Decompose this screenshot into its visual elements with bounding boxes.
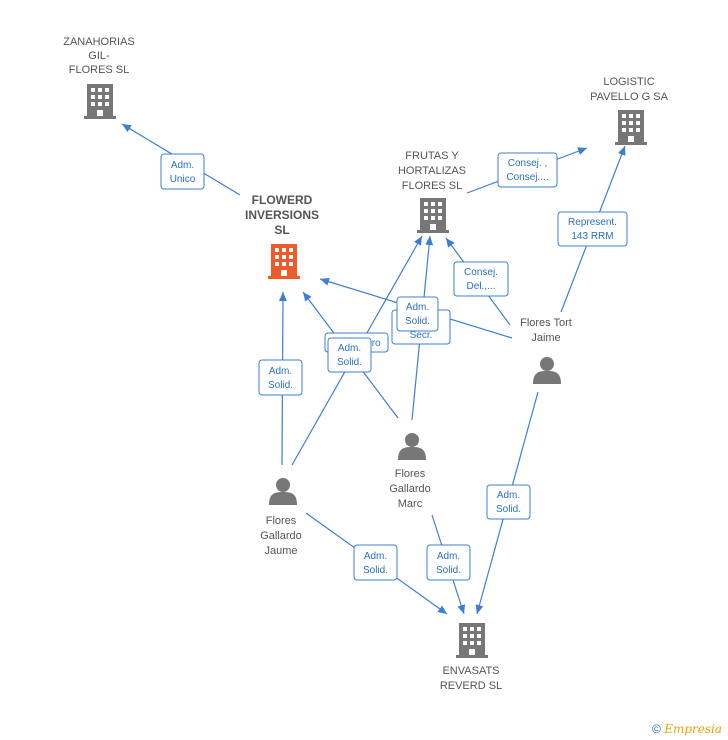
- building-icon: [268, 244, 300, 279]
- node-label: Gallardo: [260, 530, 302, 542]
- node-label: FLORES SL: [402, 180, 463, 192]
- edge-label-adm-unico[interactable]: Adm. Unico: [160, 153, 205, 190]
- node-label: ZANAHORIAS: [63, 36, 135, 48]
- footer-watermark: © Empresia: [652, 722, 722, 736]
- edge-label-consej-del[interactable]: Consej. Del.,...: [453, 261, 509, 297]
- edge-label-text: Solid.: [405, 316, 430, 327]
- edge-label-text: 143 RRM: [571, 231, 613, 242]
- edge-label-consej-consej[interactable]: Consej. , Consej....: [497, 152, 558, 188]
- edge-label-text: Consej. ,: [508, 158, 547, 169]
- edge-label-adm-solid-front[interactable]: Adm. Solid.: [396, 296, 439, 332]
- node-label: FLORES SL: [69, 64, 130, 76]
- node-label: Marc: [398, 498, 423, 510]
- edge-label-text: Unico: [170, 174, 196, 185]
- edge-label-adm-solid-tort-env[interactable]: Adm. Solid.: [486, 484, 531, 520]
- node-tort[interactable]: Flores Tort Jaime: [520, 317, 572, 384]
- edge-label-adm-solid-jaume-env[interactable]: Adm. Solid.: [353, 544, 398, 581]
- node-label: GIL-: [88, 50, 110, 62]
- brand-logo: Empresia: [664, 722, 722, 736]
- node-label: FRUTAS Y: [405, 150, 459, 162]
- node-label: HORTALIZAS: [398, 165, 466, 177]
- edge-label-text: Adm.: [171, 160, 194, 171]
- edge-label-text: Solid.: [436, 565, 461, 576]
- node-label: Jaume: [264, 545, 297, 557]
- edge-label-text: Consej....: [506, 172, 548, 183]
- node-label: SL: [274, 223, 289, 237]
- edge-label-text: Solid.: [363, 565, 388, 576]
- edge-label-represent[interactable]: Represent. 143 RRM: [557, 211, 628, 247]
- building-icon: [615, 110, 647, 145]
- node-zanahorias[interactable]: ZANAHORIAS GIL- FLORES SL: [63, 36, 135, 119]
- node-label: ENVASATS: [442, 665, 499, 677]
- person-icon: [269, 478, 297, 505]
- building-icon: [84, 84, 116, 119]
- edge-label-text: Represent.: [568, 217, 617, 228]
- building-icon: [417, 198, 449, 233]
- node-logistic[interactable]: LOGISTIC PAVELLO G SA: [590, 76, 669, 145]
- edge-label-adm-solid-marc-flowerd[interactable]: Adm. Solid.: [327, 337, 372, 373]
- node-envasats[interactable]: ENVASATS REVERD SL: [440, 623, 502, 692]
- edge-label-text: Secr.: [410, 330, 433, 341]
- node-label: LOGISTIC: [603, 76, 654, 88]
- edge-label-text: Adm.: [497, 490, 520, 501]
- edge-label-text: Adm.: [269, 366, 292, 377]
- node-label: Flores Tort: [520, 317, 572, 329]
- edge-label-text: Adm.: [406, 302, 429, 313]
- node-label: INVERSIONS: [245, 208, 319, 222]
- edge-label-text: Adm.: [437, 551, 460, 562]
- node-label: REVERD SL: [440, 680, 502, 692]
- node-frutas[interactable]: FRUTAS Y HORTALIZAS FLORES SL: [398, 150, 466, 233]
- edge-label-text: Consej.: [464, 267, 498, 278]
- node-label: Gallardo: [389, 483, 431, 495]
- node-flowerd[interactable]: FLOWERD INVERSIONS SL: [245, 193, 319, 279]
- edge-label-text: ...ro: [363, 338, 381, 349]
- node-label: PAVELLO G SA: [590, 91, 669, 103]
- edge-label-text: Adm.: [338, 343, 361, 354]
- edge-label-adm-solid-jaume-flowerd[interactable]: Adm. Solid.: [258, 359, 303, 396]
- person-icon: [398, 433, 426, 460]
- node-marc[interactable]: Flores Gallardo Marc: [389, 433, 431, 510]
- person-icon: [533, 357, 561, 384]
- edge-label-text: Solid.: [496, 504, 521, 515]
- edge-label-adm-solid-marc-env[interactable]: Adm. Solid.: [426, 544, 471, 581]
- edge-label-text: Solid.: [268, 380, 293, 391]
- edge-label-text: Del.,...: [467, 281, 496, 292]
- building-icon: [456, 623, 488, 658]
- edge-label-text: Solid.: [337, 357, 362, 368]
- node-label: Flores: [395, 468, 426, 480]
- copyright-symbol: ©: [652, 722, 661, 736]
- node-label: Jaime: [531, 332, 560, 344]
- node-label: Flores: [266, 515, 297, 527]
- edge-label-text: Adm.: [364, 551, 387, 562]
- node-jaume[interactable]: Flores Gallardo Jaume: [260, 478, 302, 557]
- node-label: FLOWERD: [252, 193, 313, 207]
